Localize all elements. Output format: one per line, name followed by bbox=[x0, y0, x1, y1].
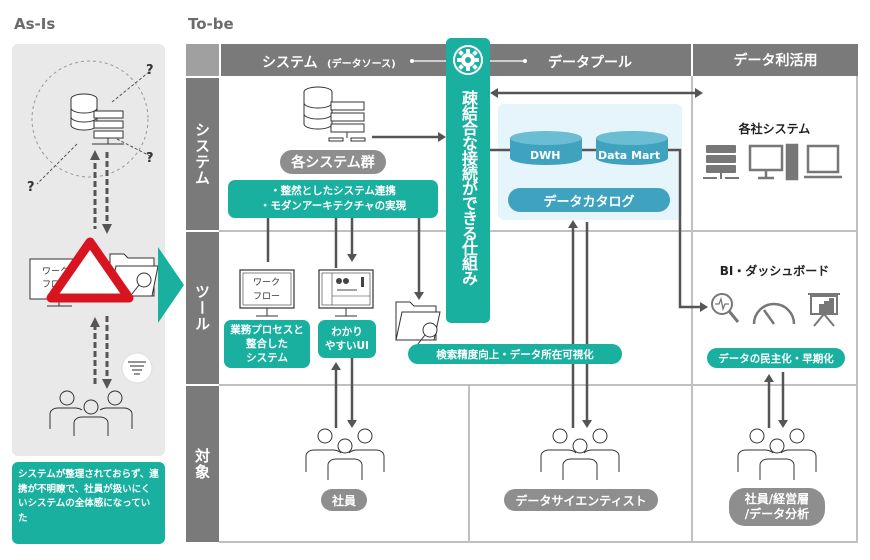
management-analysis-label: 社員/経営層 /データ分析 bbox=[729, 488, 825, 526]
analytics-search-icon bbox=[711, 293, 740, 323]
data-mart-cylinder-icon bbox=[596, 131, 668, 165]
column-header-system-sub: (データソース) bbox=[327, 59, 396, 70]
as-is-title: As-Is bbox=[14, 15, 56, 33]
workflow-monitor-text: ワーク フロー bbox=[253, 278, 281, 302]
data-scientist-people-icon bbox=[540, 428, 620, 480]
benefit-item: ・整然としたシステム連携 bbox=[270, 185, 396, 197]
gear-icon bbox=[453, 45, 483, 75]
employees-people-icon bbox=[305, 428, 385, 480]
question-mark: ? bbox=[146, 151, 154, 166]
dwh-label: DWH bbox=[530, 149, 561, 162]
column-header-system-label: システム bbox=[262, 55, 318, 71]
transition-arrow-icon bbox=[158, 247, 184, 323]
grid-divider bbox=[856, 76, 858, 543]
row-label-target: 対象 bbox=[186, 386, 219, 542]
company-systems-label: 各社システム bbox=[738, 122, 811, 136]
presentation-chart-icon bbox=[808, 293, 840, 327]
question-mark: ? bbox=[27, 180, 35, 195]
as-is-note: システムが整理されておらず、連携が不明瞭で、社員が扱いにくいシステムの全体感にな… bbox=[12, 462, 165, 544]
header-corner bbox=[186, 44, 219, 76]
loose-coupling-bar bbox=[446, 38, 490, 323]
data-democratization-label: データの民主化・早期化 bbox=[707, 348, 845, 368]
search-visibility-label: 検索精度向上・データ所在可視化 bbox=[408, 344, 622, 364]
gauge-icon bbox=[752, 302, 796, 325]
easy-ui-label: わかり やすいUI bbox=[318, 320, 376, 358]
loose-coupling-text: 疎結合な接続ができる仕組み bbox=[459, 90, 478, 285]
data-catalog-label: データカタログ bbox=[508, 188, 670, 212]
workflow-monitor-icon bbox=[239, 269, 295, 317]
grid-divider bbox=[468, 384, 470, 543]
company-systems-icons bbox=[703, 143, 842, 181]
row-label-tool: ツール bbox=[186, 232, 219, 384]
column-header-data-usage: データ利活用 bbox=[693, 44, 858, 76]
system-benefits-box: ・整然としたシステム連携 ・モダンアーキテクチャの実現 bbox=[228, 180, 438, 218]
data-mart-label: Data Mart bbox=[598, 149, 661, 162]
server-rack-icon bbox=[703, 145, 739, 179]
desktop-computer-icon bbox=[748, 143, 799, 181]
data-scientist-label: データサイエンティスト bbox=[504, 489, 658, 511]
people-icon bbox=[49, 390, 133, 436]
system-group-server-icon bbox=[303, 86, 366, 142]
business-process-label: 業務プロセスと 整合した システム bbox=[224, 320, 310, 368]
database-cylinders bbox=[510, 131, 668, 165]
management-people-icon bbox=[737, 428, 817, 480]
folder-search-icon bbox=[395, 301, 441, 345]
column-header-data-pool: データプール bbox=[548, 55, 632, 71]
as-is-illustration: ワーク フロー bbox=[29, 60, 159, 436]
grid-divider bbox=[691, 76, 693, 543]
row-label-system: システム bbox=[186, 78, 219, 230]
warning-icon bbox=[46, 237, 134, 303]
question-mark: ? bbox=[146, 63, 154, 78]
bi-icons bbox=[711, 293, 840, 327]
bi-dashboard-title: BI・ダッシュボード bbox=[719, 264, 830, 278]
grid-divider bbox=[219, 230, 858, 232]
svg-text:ワーク: ワーク bbox=[42, 266, 69, 277]
grid-divider bbox=[219, 384, 858, 386]
system-group-label: 各システム群 bbox=[280, 150, 386, 174]
employees-label: 社員 bbox=[321, 489, 367, 511]
confusion-tornado-icon bbox=[121, 352, 153, 384]
dashboard-ui-monitor-icon bbox=[318, 269, 374, 317]
dashed-circle bbox=[31, 60, 149, 178]
dwh-cylinder-icon bbox=[510, 131, 582, 165]
benefit-item: ・モダンアーキテクチャの実現 bbox=[259, 200, 407, 212]
grid-divider bbox=[219, 541, 858, 543]
laptop-icon bbox=[804, 144, 842, 179]
to-be-title: To-be bbox=[188, 15, 234, 33]
database-server-icon bbox=[70, 93, 124, 145]
